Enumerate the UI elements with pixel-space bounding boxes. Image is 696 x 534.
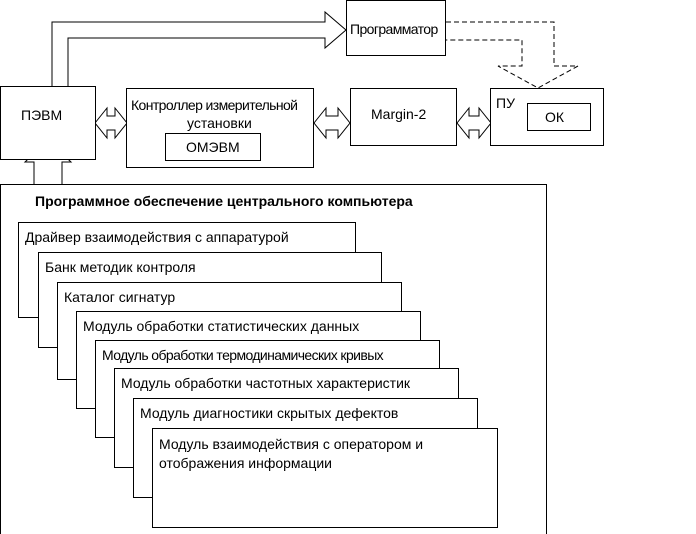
module-label-7: Модуль диагностики скрытых дефектов bbox=[140, 405, 399, 421]
margin-label: Margin-2 bbox=[371, 106, 427, 122]
ok-label: ОК bbox=[545, 109, 565, 125]
module-label-1: Драйвер взаимодействия с аппаратурой bbox=[25, 229, 289, 245]
module-label-6: Модуль обработки частотных характеристик bbox=[121, 375, 411, 391]
module-label-3: Каталог сигнатур bbox=[64, 289, 176, 305]
pu-box: ПУ ОК bbox=[490, 88, 604, 146]
controller-label-line2: установки bbox=[187, 115, 252, 131]
programmer-to-pu-dashed-arrow bbox=[446, 21, 579, 89]
pevm-box: ПЭВМ bbox=[0, 86, 96, 160]
pevm-controller-double-arrow bbox=[94, 106, 128, 140]
module-label-8: Модуль взаимодействия с оператором и ото… bbox=[159, 436, 424, 471]
software-title: Программное обеспечение центрального ком… bbox=[35, 193, 413, 209]
margin-box: Margin-2 bbox=[350, 88, 457, 146]
ok-box: ОК bbox=[527, 103, 591, 131]
controller-margin-double-arrow bbox=[313, 106, 351, 140]
module-label-2: Банк методик контроля bbox=[45, 259, 196, 275]
pevm-label: ПЭВМ bbox=[21, 107, 63, 123]
programmer-box: Программатор bbox=[346, 0, 446, 56]
module-label-4: Модуль обработки статистических данных bbox=[83, 318, 360, 334]
pevm-to-programmer-arrow bbox=[51, 10, 347, 89]
module-label-5: Модуль обработки термодинамических кривы… bbox=[102, 347, 384, 363]
module-card-8: Модуль взаимодействия с оператором и ото… bbox=[152, 428, 498, 528]
omevm-label: ОМЭВМ bbox=[186, 139, 240, 155]
omevm-box: ОМЭВМ bbox=[165, 133, 261, 161]
margin-pu-double-arrow bbox=[456, 106, 492, 140]
programmer-label: Программатор bbox=[350, 21, 438, 37]
controller-box: Контроллер измерительной установки ОМЭВМ bbox=[126, 88, 314, 168]
controller-label-line1: Контроллер измерительной bbox=[131, 97, 298, 113]
pu-label: ПУ bbox=[496, 95, 515, 111]
